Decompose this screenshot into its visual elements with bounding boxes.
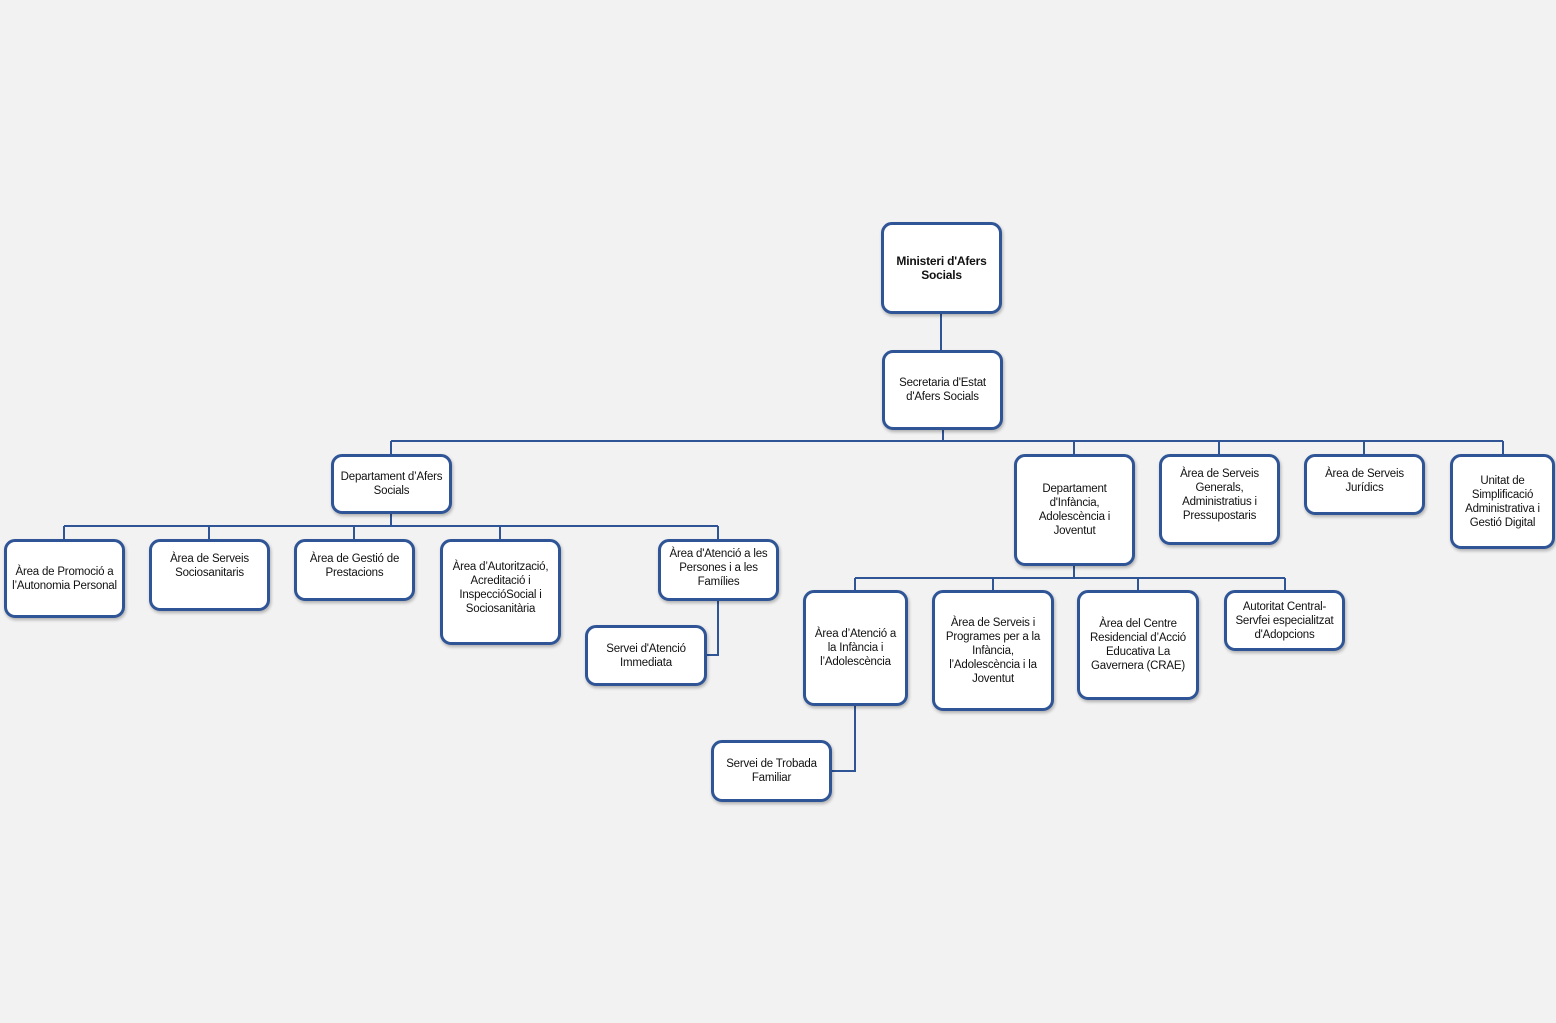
node-dept-afers-socials: Departament d’Afers Socials	[331, 454, 452, 514]
node-area-serveis-juridics: Àrea de Serveis Jurídics	[1304, 454, 1425, 515]
node-secretaria: Secretaria d'Estat d'Afers Socials	[882, 350, 1003, 430]
node-ministeri: Ministeri d'Afers Socials	[881, 222, 1002, 314]
node-area-serveis-generals: Àrea de Serveis Generals, Administratius…	[1159, 454, 1280, 545]
node-servei-atencio-immediata: Servei d'Atenció Immediata	[585, 625, 707, 686]
connector-line	[832, 706, 856, 772]
node-dept-infancia: Departament d'Infància, Adolescència i J…	[1014, 454, 1135, 566]
node-autoritat-adopcions: Autoritat Central-Servfei especialitzat …	[1224, 590, 1345, 651]
node-unitat-simplificacio: Unitat de Simplificació Administrativa i…	[1450, 454, 1555, 549]
node-area-autoritzacio: Àrea d’Autorització, Acreditació i Inspe…	[440, 539, 561, 645]
node-area-crae: Àrea del Centre Residencial d’Acció Educ…	[1077, 590, 1199, 700]
node-area-promocio: Àrea de Promoció a l’Autonomia Personal	[4, 539, 125, 618]
node-area-atencio-infancia: Àrea d’Atenció a la Infància i l’Adolesc…	[803, 590, 908, 706]
node-area-serveis-programes: Àrea de Serveis i Programes per a la Inf…	[932, 590, 1054, 711]
node-area-persones-families: Àrea d'Atenció a les Persones i a les Fa…	[658, 539, 779, 601]
node-area-prestacions: Àrea de Gestió de Prestacions	[294, 539, 415, 601]
node-servei-trobada-familiar: Servei de Trobada Familiar	[711, 740, 832, 802]
node-area-sociosanitaris: Àrea de Serveis Sociosanitaris	[149, 539, 270, 611]
connector-line	[707, 601, 719, 656]
